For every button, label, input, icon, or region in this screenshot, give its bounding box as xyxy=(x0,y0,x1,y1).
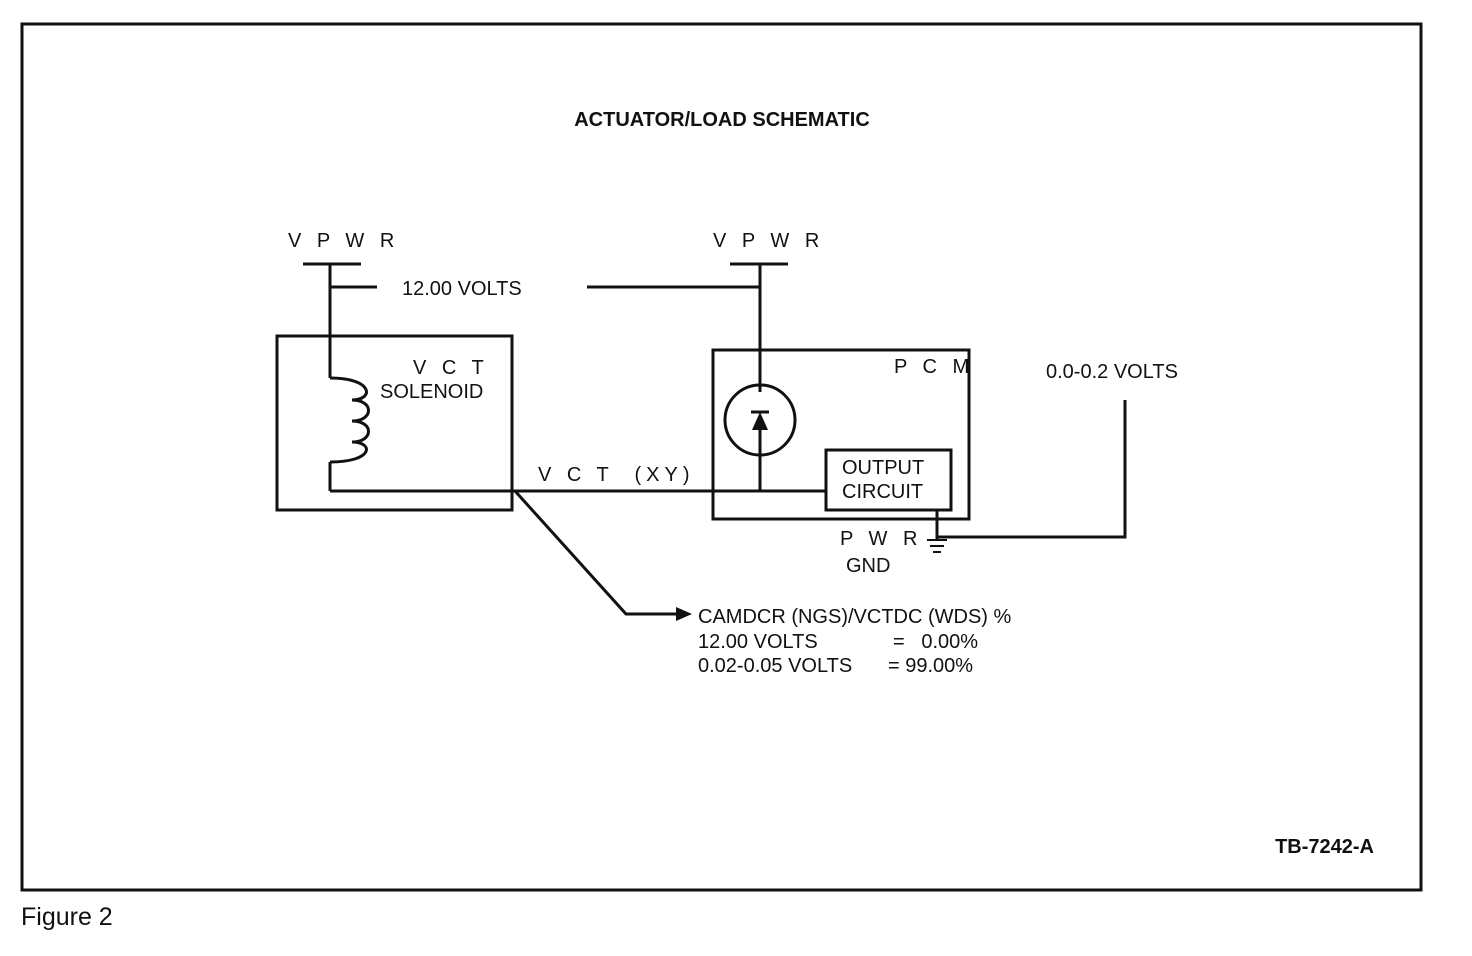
readout-arrow-icon xyxy=(676,607,692,621)
vct-label: V C T xyxy=(413,357,489,379)
vpwr-right-label: V P W R xyxy=(713,230,824,252)
diode-triangle-icon xyxy=(752,412,768,430)
output-circuit-line1: OUTPUT xyxy=(842,457,924,479)
readout-row2-value: = 99.00% xyxy=(888,655,973,677)
readout-row2-voltage: 0.02-0.05 VOLTS xyxy=(698,655,852,677)
gnd-label: GND xyxy=(846,555,890,577)
figure-caption: Figure 2 xyxy=(21,903,113,931)
supply-voltage-label: 12.00 VOLTS xyxy=(402,278,522,300)
figure-frame xyxy=(20,22,1423,892)
readout-row1-voltage: 12.00 VOLTS xyxy=(698,631,818,653)
solenoid-coil-icon xyxy=(329,376,370,464)
pwr-label: P W R xyxy=(840,528,922,550)
ground-meter-lead xyxy=(937,400,1127,539)
solenoid-label: SOLENOID xyxy=(380,381,483,403)
vct-xy-label: V C T (XY) xyxy=(538,464,695,486)
vpwr-left-label: V P W R xyxy=(288,230,399,252)
output-circuit-line2: CIRCUIT xyxy=(842,481,923,503)
readout-leader-line xyxy=(513,489,680,616)
vct-solenoid-box xyxy=(275,334,514,512)
reference-code: TB-7242-A xyxy=(1275,836,1374,858)
pcm-label: P C M xyxy=(894,356,974,378)
diagram-title: ACTUATOR/LOAD SCHEMATIC xyxy=(574,109,870,131)
pcm-box xyxy=(711,348,971,521)
output-circuit-box xyxy=(824,448,953,512)
readout-heading: CAMDCR (NGS)/VCTDC (WDS) % xyxy=(698,606,1012,628)
ground-voltage-label: 0.0-0.2 VOLTS xyxy=(1046,361,1178,383)
readout-row1-value: = 0.00% xyxy=(893,631,978,653)
